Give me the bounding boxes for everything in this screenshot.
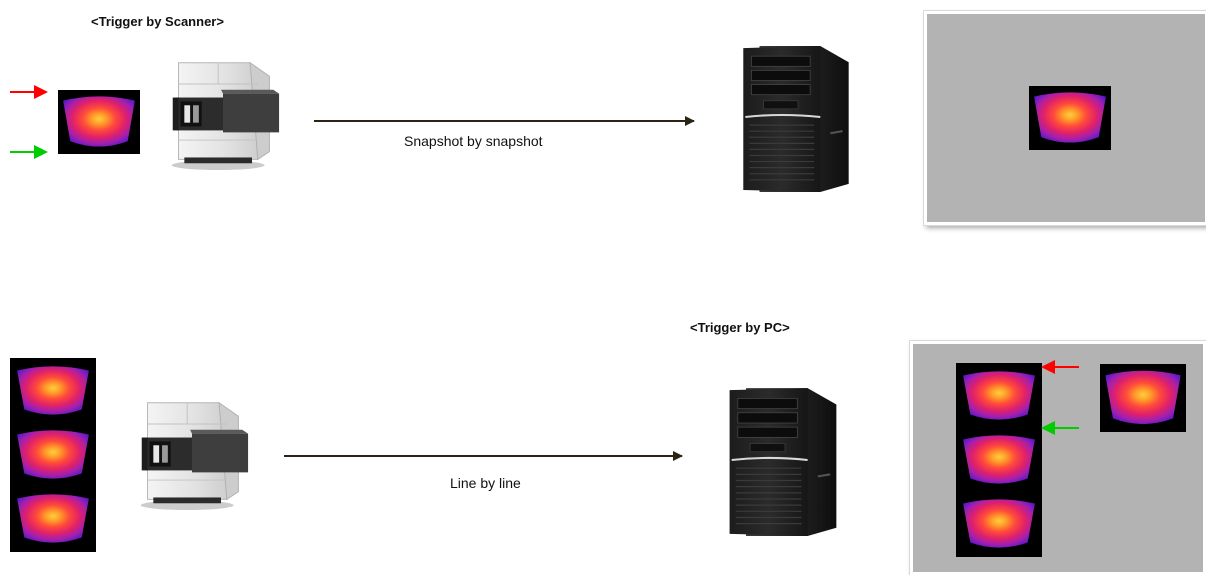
red-trigger-arrow [10, 85, 48, 99]
red-trigger-arrow [1041, 360, 1079, 374]
screen-line-image [1100, 364, 1186, 432]
green-trigger-arrow [10, 145, 48, 159]
thermal-sample-image [58, 90, 140, 154]
thermal-line-stack [10, 358, 96, 552]
line-flow-arrow [284, 451, 683, 461]
bottom-output-screen [910, 341, 1206, 575]
computer-icon [728, 387, 838, 538]
top-panel-title: <Trigger by Scanner> [91, 14, 224, 29]
scanner-icon [140, 402, 249, 511]
green-trigger-arrow [1041, 421, 1079, 435]
scanner-icon [171, 62, 280, 171]
bottom-panel-title: <Trigger by PC> [690, 320, 790, 335]
top-output-screen [924, 11, 1206, 225]
screen-line-stack [956, 363, 1042, 557]
snapshot-flow-arrow [314, 116, 695, 126]
computer-icon [742, 45, 850, 194]
line-flow-label: Line by line [450, 475, 521, 491]
screen-snapshot-image [1029, 86, 1111, 150]
snapshot-flow-label: Snapshot by snapshot [404, 133, 543, 149]
